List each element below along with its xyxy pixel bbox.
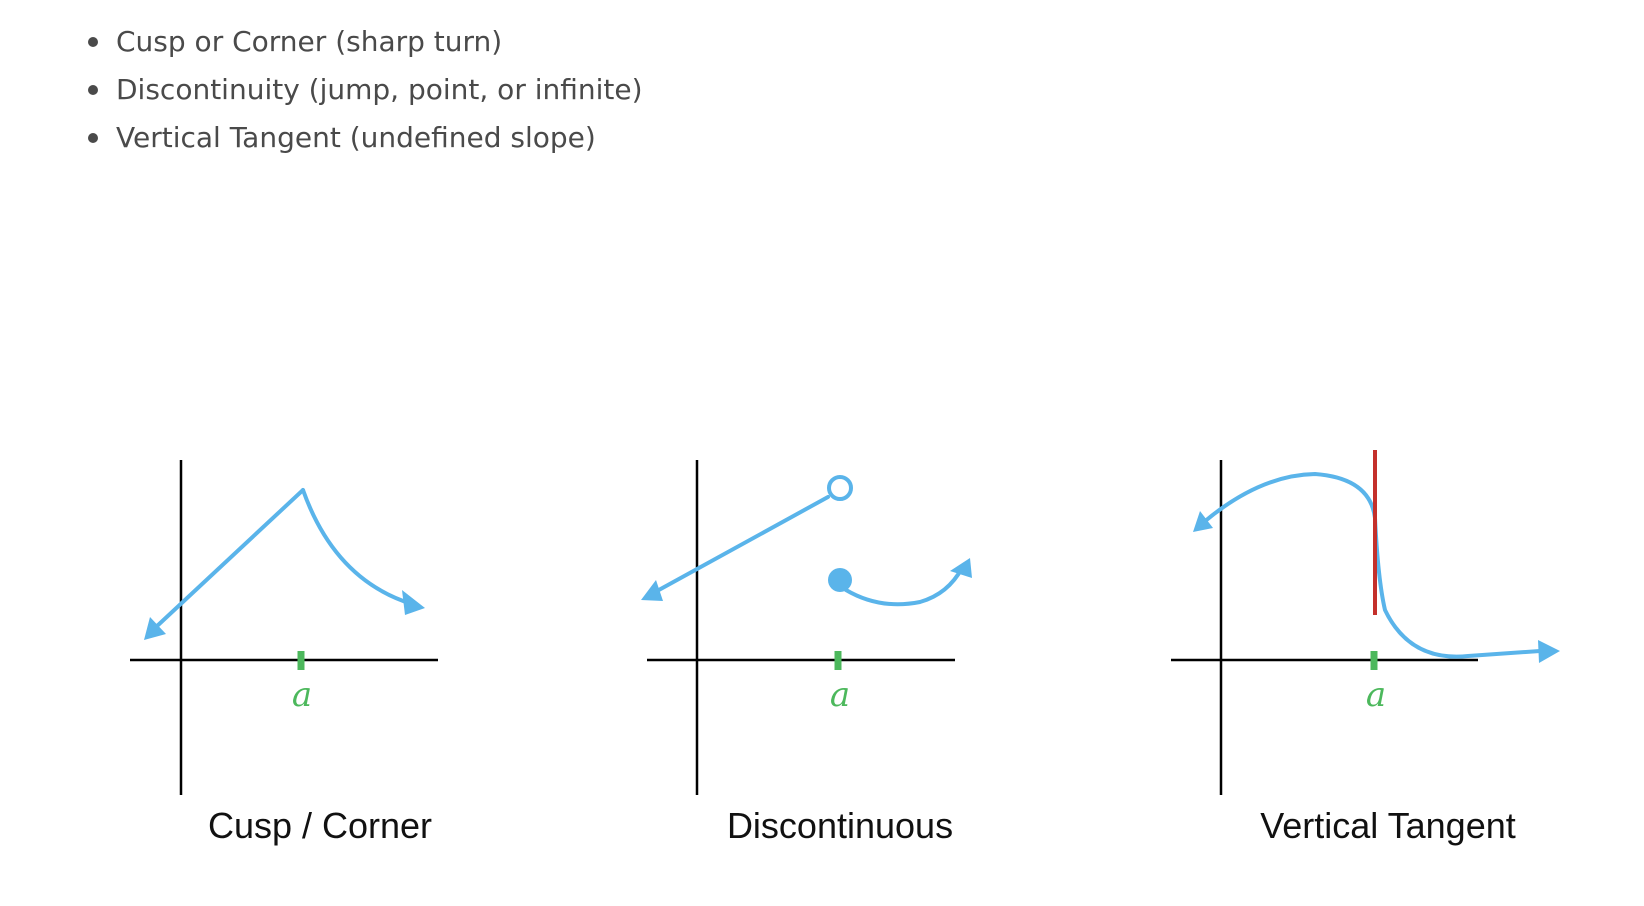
panel-cusp: a Cusp / Corner xyxy=(130,460,438,846)
bullet-text: Vertical Tangent (undefined slope) xyxy=(116,121,596,154)
panel-caption: Vertical Tangent xyxy=(1260,805,1516,846)
arrowhead-icon xyxy=(1193,511,1213,532)
arrowhead-icon xyxy=(144,617,166,640)
bullet-item: Vertical Tangent (undefined slope) xyxy=(88,118,643,166)
bullet-text: Cusp or Corner (sharp turn) xyxy=(116,25,503,58)
closed-point-icon xyxy=(828,568,852,592)
vertical-tangent-curve xyxy=(1202,472,1542,659)
open-point-icon xyxy=(827,475,853,501)
cusp-right-branch xyxy=(301,488,414,606)
bullet-item: Discontinuity (jump, point, or infinite) xyxy=(88,70,643,118)
arrowhead-icon xyxy=(641,580,663,601)
panel-discontinuous: a Discontinuous xyxy=(641,460,972,846)
panel-caption: Cusp / Corner xyxy=(208,805,432,846)
left-line-segment xyxy=(655,495,830,593)
bullet-text: Discontinuity (jump, point, or infinite) xyxy=(116,73,643,106)
panel-vertical-tangent: a Vertical Tangent xyxy=(1171,450,1560,846)
right-curve-segment xyxy=(844,566,964,607)
arrowhead-icon xyxy=(950,558,972,578)
a-label: a xyxy=(292,675,312,715)
bullet-dot-icon xyxy=(88,37,98,47)
bullet-dot-icon xyxy=(88,133,98,143)
a-label: a xyxy=(1366,675,1386,715)
bullet-item: Cusp or Corner (sharp turn) xyxy=(88,22,643,70)
bullet-list: Cusp or Corner (sharp turn) Discontinuit… xyxy=(88,22,643,166)
bullet-dot-icon xyxy=(88,85,98,95)
panel-caption: Discontinuous xyxy=(727,805,953,846)
cusp-left-branch xyxy=(154,488,305,629)
arrowhead-icon xyxy=(1538,640,1560,663)
arrowhead-icon xyxy=(402,590,425,615)
a-label: a xyxy=(830,675,850,715)
